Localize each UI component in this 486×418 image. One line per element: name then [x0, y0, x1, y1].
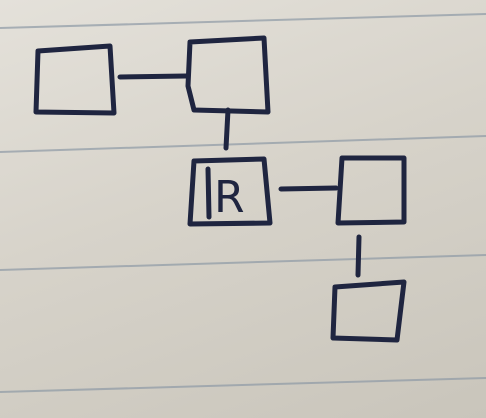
connector-room-2-room-3: [223, 107, 231, 151]
room-label-r: R: [214, 172, 245, 223]
ruled-line: [0, 254, 486, 271]
ruled-line: [0, 377, 486, 393]
ruled-line: [0, 135, 486, 153]
connector-room-1-room-2: [117, 73, 189, 80]
room-box-2: [185, 35, 271, 115]
connectors: [117, 73, 362, 278]
connector-room-3-room-4: [278, 185, 339, 192]
ruled-line: [0, 13, 486, 29]
connector-room-4-room-5: [355, 234, 362, 278]
room-box-1: [33, 43, 117, 116]
room-box-3: [187, 156, 273, 227]
room-box-5: [330, 279, 407, 343]
room-box-3-inner-mark: [205, 166, 212, 220]
room-box-4: [335, 155, 407, 226]
ruled-lines: [0, 13, 486, 393]
room-boxes: [33, 35, 407, 343]
